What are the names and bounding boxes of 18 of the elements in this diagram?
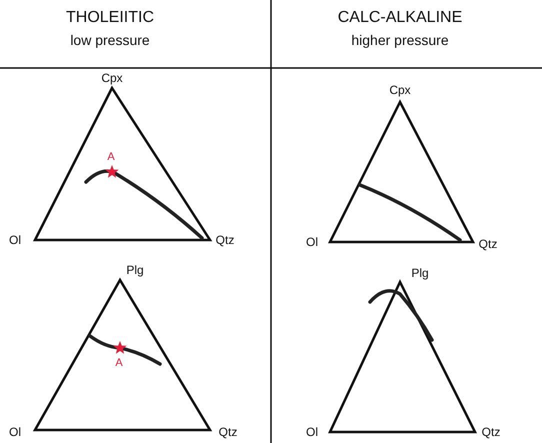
point-label: A bbox=[115, 357, 123, 369]
vertex-label: Cpx bbox=[101, 71, 123, 85]
vertex-label: Ol bbox=[9, 233, 21, 247]
vertex-label: Qtz bbox=[482, 425, 500, 439]
vertex-label: Qtz bbox=[478, 237, 498, 251]
vertex-label: Qtz bbox=[216, 233, 234, 247]
section-subheading: higher pressure bbox=[351, 32, 449, 48]
vertex-label: Ol bbox=[9, 425, 21, 439]
vertex-label: Plg bbox=[126, 263, 144, 277]
section-heading: THOLEIITIC bbox=[66, 9, 154, 27]
vertex-label: Ol bbox=[306, 235, 318, 249]
vertex-label: Cpx bbox=[389, 83, 411, 97]
vertex-label: Qtz bbox=[218, 425, 238, 439]
vertex-label: Ol bbox=[306, 425, 318, 439]
point-label: A bbox=[107, 151, 115, 163]
vertex-label: Plg bbox=[411, 266, 429, 280]
section-heading: CALC-ALKALINE bbox=[338, 9, 462, 27]
section-subheading: low pressure bbox=[70, 32, 150, 48]
